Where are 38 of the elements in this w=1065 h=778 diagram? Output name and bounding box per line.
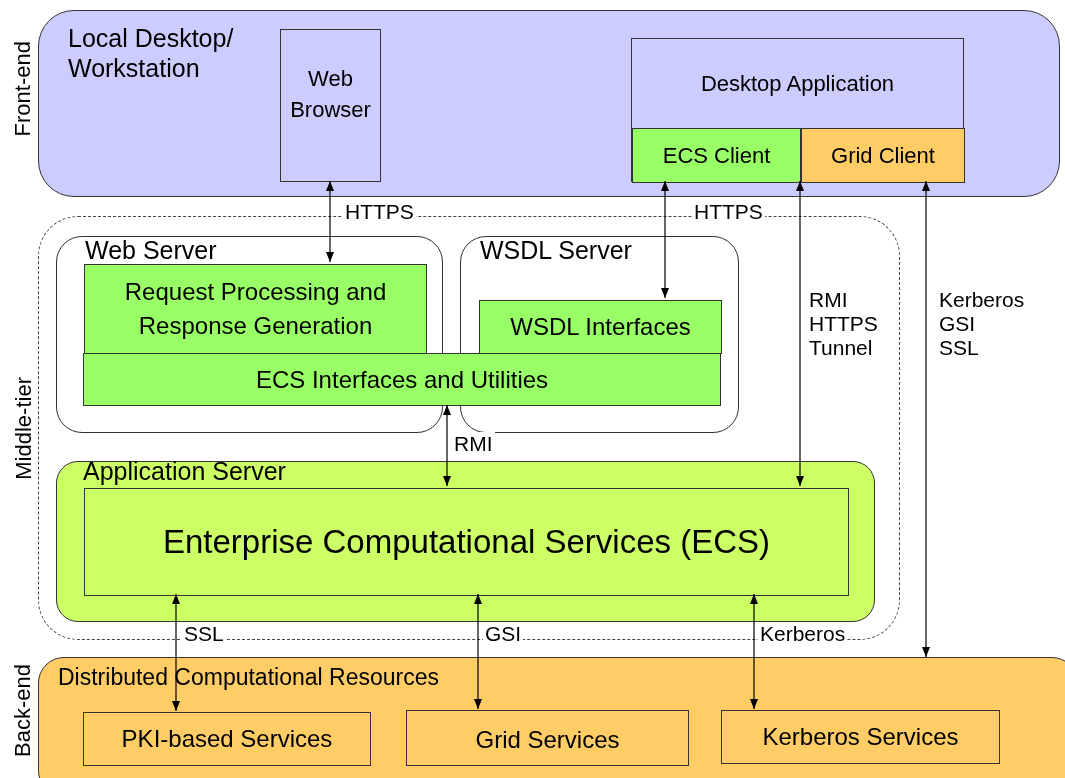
arrow [172,593,180,712]
node-label: ECS Client [662,142,771,170]
arrow [474,593,482,710]
tier-label: Back-end [11,664,35,757]
arrow [661,180,669,299]
application-server-box [56,461,875,622]
arrow [922,180,930,658]
ecs-client-box [632,128,801,183]
node-label: Kerberos Services [762,722,959,752]
grid-client-box [801,128,965,183]
tier-label: Middle-tier [12,377,36,480]
node-label: WSDL Interfaces [510,312,691,342]
web-browser-box [280,29,381,182]
service-box [83,712,371,766]
arrow [796,180,804,487]
arrow [443,404,451,487]
arrow [326,180,334,263]
node-label: ECS Interfaces and Utilities [255,364,549,395]
node-label: PKI-based Services [121,724,333,754]
node-label: Web Browser [289,64,372,124]
node-label: Local Desktop/ Workstation [68,23,235,83]
node-label: Request Processing and Response Generation [123,277,388,341]
component-box [83,353,721,406]
component-box [479,300,722,354]
service-box [721,710,1000,764]
node-label: Grid Services [475,725,620,755]
ecs-box [84,488,849,596]
node-label: Grid Client [831,142,935,170]
node-label: Desktop Application [699,70,896,98]
node-label: WSDL Server [480,235,632,265]
node-label: Application Server [83,456,286,486]
service-box [406,710,689,766]
arrow [750,593,758,710]
node-label: Enterprise Computational Services (ECS) [162,522,771,563]
tier-label: Front-end [11,41,35,137]
component-box [84,264,427,354]
desktop-application-box [631,38,964,182]
node-label: Web Server [85,235,217,265]
